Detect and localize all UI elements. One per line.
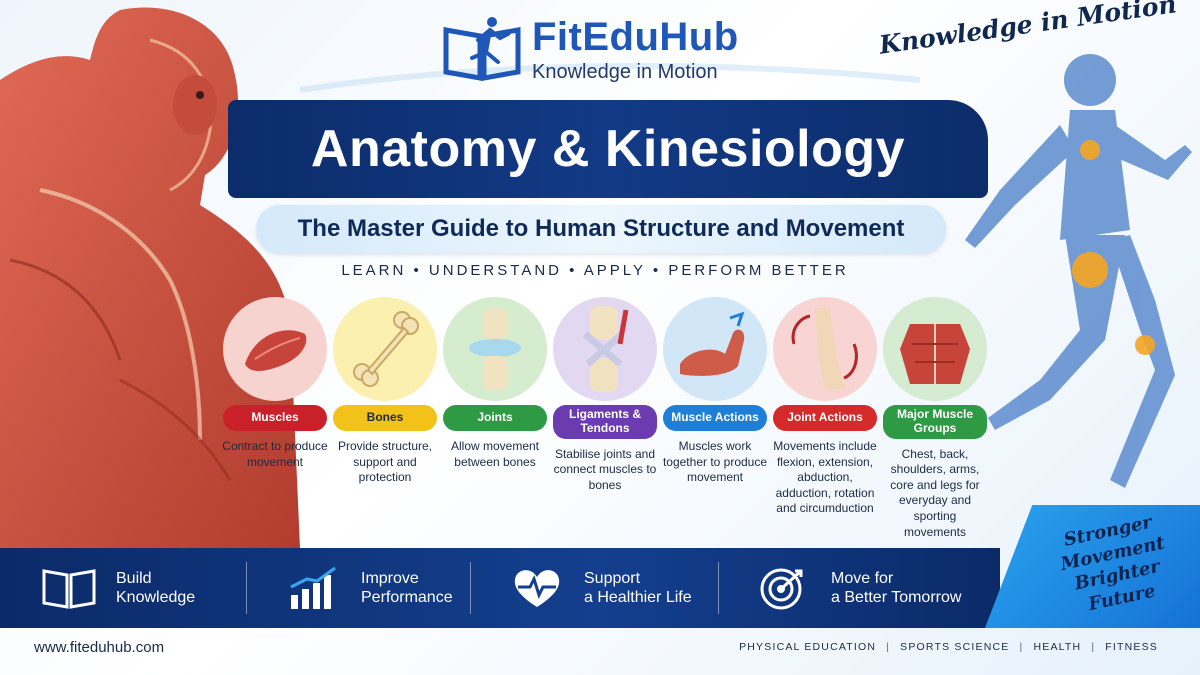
benefits-band: Build Knowledge Improve Performance Supp… [0, 548, 1000, 628]
website-url[interactable]: www.fiteduhub.com [34, 639, 165, 656]
speed-swoosh-decoration [300, 63, 920, 93]
knee-joint-icon [443, 297, 547, 401]
benefit-improve-performance: Improve Performance [285, 548, 453, 628]
topic-description: Chest, back, shoulders, arms, core and l… [890, 446, 980, 539]
topic-card-joint-actions: Joint Actions Movements include flexion,… [770, 297, 880, 517]
topic-label: Joints [443, 405, 547, 431]
divider [470, 562, 471, 614]
footer-category: FITNESS [1105, 641, 1158, 653]
separator: | [886, 641, 891, 653]
topic-card-ligaments: Ligaments & Tendons Stabilise joints and… [550, 297, 660, 493]
topic-label: Muscles [223, 405, 327, 431]
footer-categories: PHYSICAL EDUCATION | SPORTS SCIENCE | HE… [739, 641, 1158, 653]
benefit-healthier-life: Support a Healthier Life [508, 548, 692, 628]
topic-description: Provide structure, support and protectio… [337, 439, 433, 485]
topic-label: Ligaments & Tendons [553, 405, 657, 439]
footer-category: HEALTH [1033, 641, 1082, 653]
benefit-text: Support a Healthier Life [584, 569, 692, 606]
topic-card-bones: Bones Provide structure, support and pro… [330, 297, 440, 486]
benefit-better-tomorrow: Move for a Better Tomorrow [755, 548, 961, 628]
title-banner: Anatomy & Kinesiology [228, 100, 988, 198]
heart-pulse-icon [514, 570, 560, 607]
topic-label: Muscle Actions [663, 405, 767, 431]
knee-rotation-icon [773, 297, 877, 401]
topic-description: Stabilise joints and connect muscles to … [553, 446, 657, 492]
topic-description: Muscles work together to produce movemen… [662, 439, 768, 485]
footer-category: PHYSICAL EDUCATION [739, 641, 877, 653]
flexed-arm-icon [663, 297, 767, 401]
brand-tagline: Knowledge in Motion [532, 60, 718, 83]
divider [246, 562, 247, 614]
topic-card-joints: Joints Allow movement between bones [440, 297, 550, 470]
topic-card-muscles: Muscles Contract to produce movement [220, 297, 330, 470]
benefit-text: Improve Performance [361, 569, 453, 606]
divider [718, 562, 719, 614]
open-book-icon [42, 569, 96, 609]
bone-icon [333, 297, 437, 401]
separator: | [1091, 641, 1096, 653]
topic-label: Joint Actions [773, 405, 877, 431]
ligament-icon [553, 297, 657, 401]
torso-muscles-icon [883, 297, 987, 401]
bar-chart-icon [290, 566, 336, 609]
benefit-build-knowledge: Build Knowledge [40, 548, 195, 628]
topic-description: Contract to produce movement [222, 439, 328, 469]
topic-card-muscle-actions: Muscle Actions Muscles work together to … [660, 297, 770, 486]
separator: | [1019, 641, 1024, 653]
topic-description: Allow movement between bones [450, 439, 540, 469]
tagline: LEARN • UNDERSTAND • APPLY • PERFORM BET… [341, 262, 849, 279]
book-runner-icon [443, 17, 521, 81]
page-subtitle: The Master Guide to Human Structure and … [297, 215, 905, 242]
topic-cards: Muscles Contract to produce movement Bon… [220, 297, 990, 539]
benefit-text: Move for a Better Tomorrow [831, 569, 962, 606]
topic-label: Major Muscle Groups [883, 405, 987, 439]
muscle-fiber-icon [223, 297, 327, 401]
brand-header: FitEduHub Knowledge in Motion [442, 16, 739, 84]
running-skeleton-figure-image [965, 54, 1192, 488]
brand-name: FitEduHub [532, 14, 739, 59]
topic-card-muscle-groups: Major Muscle Groups Chest, back, shoulde… [880, 297, 990, 540]
target-icon [760, 568, 803, 610]
topic-label: Bones [333, 405, 437, 431]
page-title: Anatomy & Kinesiology [310, 120, 906, 178]
subtitle-banner: The Master Guide to Human Structure and … [256, 205, 946, 253]
topic-description: Movements include flexion, extension, ab… [773, 439, 877, 516]
benefit-text: Build Knowledge [116, 569, 196, 606]
footer-category: SPORTS SCIENCE [900, 641, 1010, 653]
